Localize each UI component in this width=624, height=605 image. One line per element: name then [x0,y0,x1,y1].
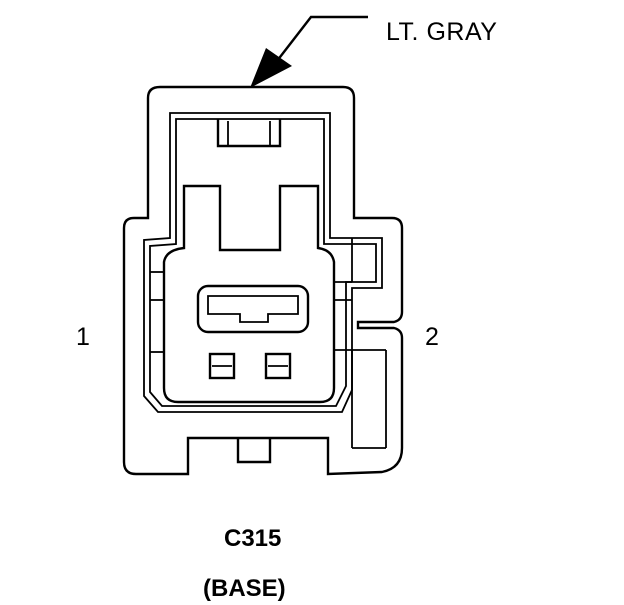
pin-label-2: 2 [425,323,439,351]
connector-housing-inner [143,112,383,413]
latch-tab [216,119,282,148]
bottom-tab [236,438,272,464]
left-ribs [150,271,164,353]
pin-contact-1 [208,352,236,380]
terminal-cavity [162,184,336,404]
pin-contact-2 [264,352,292,380]
connector-id: C315 [224,525,282,552]
wire-color-label: LT. GRAY [386,18,498,46]
connector-variant: (BASE) [203,575,286,602]
terminal-slot [196,284,310,334]
connector-housing-outer [122,85,404,476]
side-ribs [334,238,387,449]
color-leader-arrow [250,15,368,88]
pin-label-1: 1 [76,323,90,351]
